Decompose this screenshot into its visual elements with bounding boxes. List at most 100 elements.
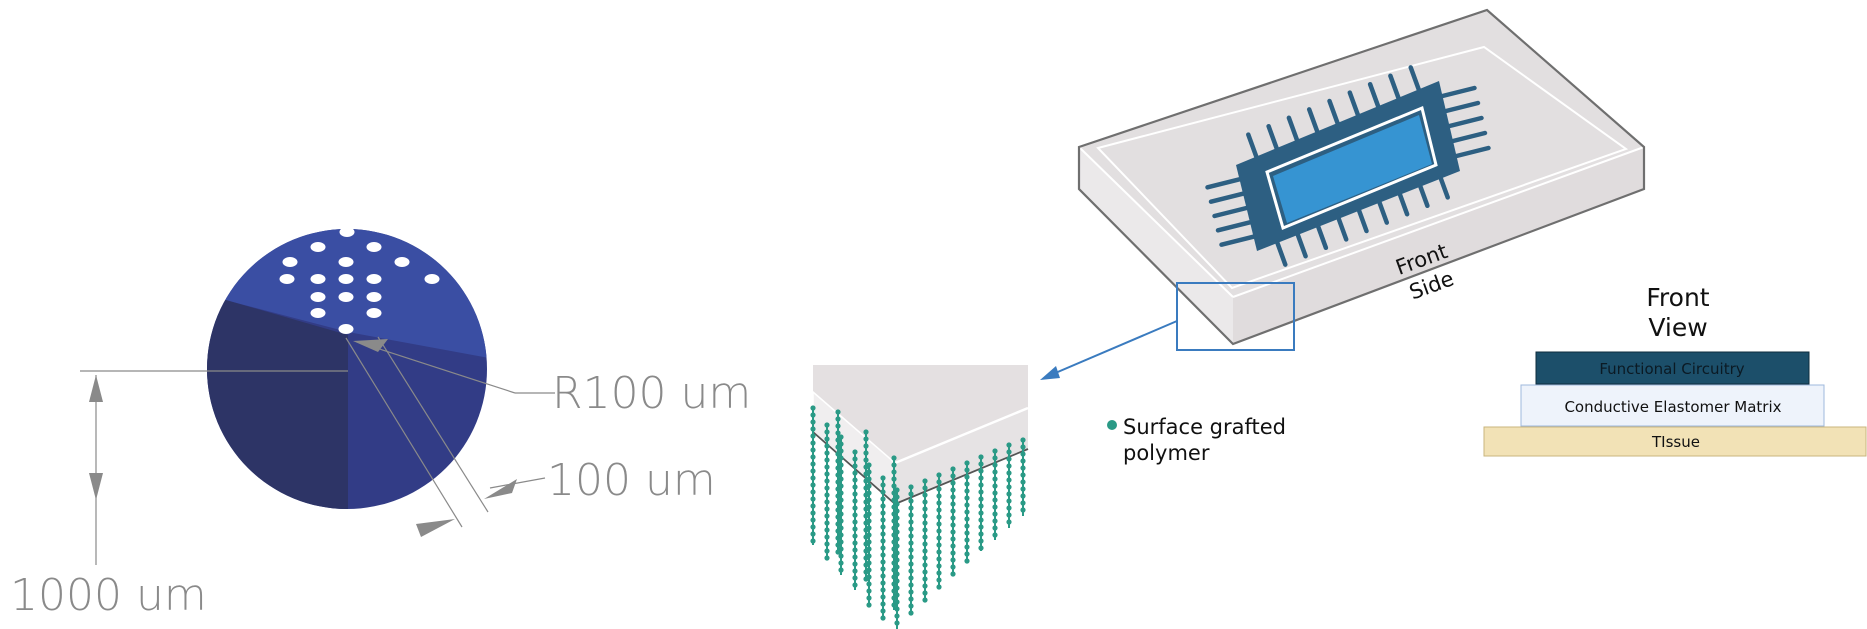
polymer-bead — [852, 505, 858, 511]
sphere-hole — [366, 292, 382, 302]
polymer-bead — [835, 472, 841, 478]
polymer-bead — [810, 496, 816, 502]
polymer-bead — [936, 472, 942, 478]
polymer-bead — [891, 532, 897, 538]
polymer-bead — [891, 462, 897, 468]
polymer-bead — [810, 538, 816, 544]
layer-functional-circuitry — [1535, 351, 1810, 385]
polymer-bead — [824, 499, 830, 505]
polymer-bead — [908, 512, 914, 518]
polymer-bead — [863, 555, 869, 561]
polymer-bead — [922, 520, 928, 526]
callout-arrowhead-icon — [1040, 366, 1060, 380]
polymer-bead — [922, 548, 928, 554]
polymer-bead — [891, 581, 897, 587]
polymer-bead — [880, 489, 886, 495]
polymer-bead — [863, 541, 869, 547]
polymer-bead — [950, 571, 956, 577]
polymer-bead — [936, 514, 942, 520]
polymer-bead — [950, 480, 956, 486]
polymer-bead — [863, 576, 869, 582]
polymer-bead — [978, 531, 984, 537]
polymer-bead — [1006, 442, 1012, 448]
patch-front-face — [1233, 147, 1644, 344]
polymer-bead — [936, 535, 942, 541]
polymer-bead — [852, 582, 858, 588]
polymer-bead — [835, 507, 841, 513]
polymer-bead — [863, 492, 869, 498]
polymer-bead — [852, 519, 858, 525]
polymer-bead — [978, 468, 984, 474]
polymer-bead — [824, 471, 830, 477]
polymer-bead — [978, 475, 984, 481]
polymer-bead — [852, 568, 858, 574]
sphere-hole — [310, 292, 326, 302]
polymer-bead — [835, 542, 841, 548]
sphere-hole — [339, 227, 355, 237]
polymer-bead — [880, 531, 886, 537]
polymer-bead — [810, 531, 816, 537]
polymer-bead — [824, 443, 830, 449]
polymer-bead — [880, 552, 886, 558]
polymer-bead — [810, 405, 816, 411]
polymer-bead — [824, 492, 830, 498]
polymer-bead — [964, 523, 970, 529]
polymer-bead — [978, 517, 984, 523]
polymer-bead — [810, 419, 816, 425]
polymer-bead — [810, 447, 816, 453]
polymer-bead — [978, 510, 984, 516]
polymer-bead — [908, 540, 914, 546]
polymer-bead — [1006, 456, 1012, 462]
polymer-bead — [863, 471, 869, 477]
polymer-bead — [835, 521, 841, 527]
polymer-bead — [810, 510, 816, 516]
polymer-bead — [964, 467, 970, 473]
polymer-bead — [880, 475, 886, 481]
polymer-bead — [824, 485, 830, 491]
polymer-bead — [936, 521, 942, 527]
polymer-bead — [824, 527, 830, 533]
polymer-bead — [824, 534, 830, 540]
polymer-bead — [891, 588, 897, 594]
chip-pins — [1205, 65, 1491, 267]
polymer-bead — [950, 529, 956, 535]
polymer-bead — [852, 498, 858, 504]
polymer-bead — [1020, 458, 1026, 464]
polymer-bead — [824, 548, 830, 554]
polymer-bead — [863, 450, 869, 456]
polymer-bead — [978, 489, 984, 495]
polymer-bead — [880, 580, 886, 586]
sphere-hole — [338, 292, 354, 302]
polymer-bead — [852, 477, 858, 483]
polymer-bead — [852, 561, 858, 567]
polymer-bead — [863, 527, 869, 533]
polymer-bead — [810, 503, 816, 509]
polymer-bead — [908, 533, 914, 539]
sphere-hole — [282, 257, 298, 267]
polymer-bead — [880, 482, 886, 488]
layer-functional-circuitry-label: Functional Circuitry — [1599, 360, 1744, 378]
polymer-bead — [863, 534, 869, 540]
polymer-bead — [922, 506, 928, 512]
radius-label: R100 um — [552, 368, 751, 419]
surface-grafted-polymer-brushes — [810, 405, 1026, 629]
polymer-bead — [992, 532, 998, 538]
polymer-bead — [1006, 477, 1012, 483]
polymer-bead — [894, 620, 900, 626]
polymer-bead — [835, 535, 841, 541]
zoom-callout-arrow — [1045, 320, 1178, 378]
polymer-bead — [880, 587, 886, 593]
zoom-callout-box — [1176, 282, 1295, 351]
polymer-bead — [810, 433, 816, 439]
polymer-bead — [838, 560, 844, 566]
polymer-bead — [964, 544, 970, 550]
polymer-bead — [908, 589, 914, 595]
polymer-bead — [810, 517, 816, 523]
polymer-bead — [950, 508, 956, 514]
polymer-bead — [1020, 437, 1026, 443]
polymer-bead — [880, 517, 886, 523]
polymer-bead — [863, 499, 869, 505]
gap-label: 100 um — [547, 455, 716, 506]
arrow-down-icon — [89, 473, 103, 500]
